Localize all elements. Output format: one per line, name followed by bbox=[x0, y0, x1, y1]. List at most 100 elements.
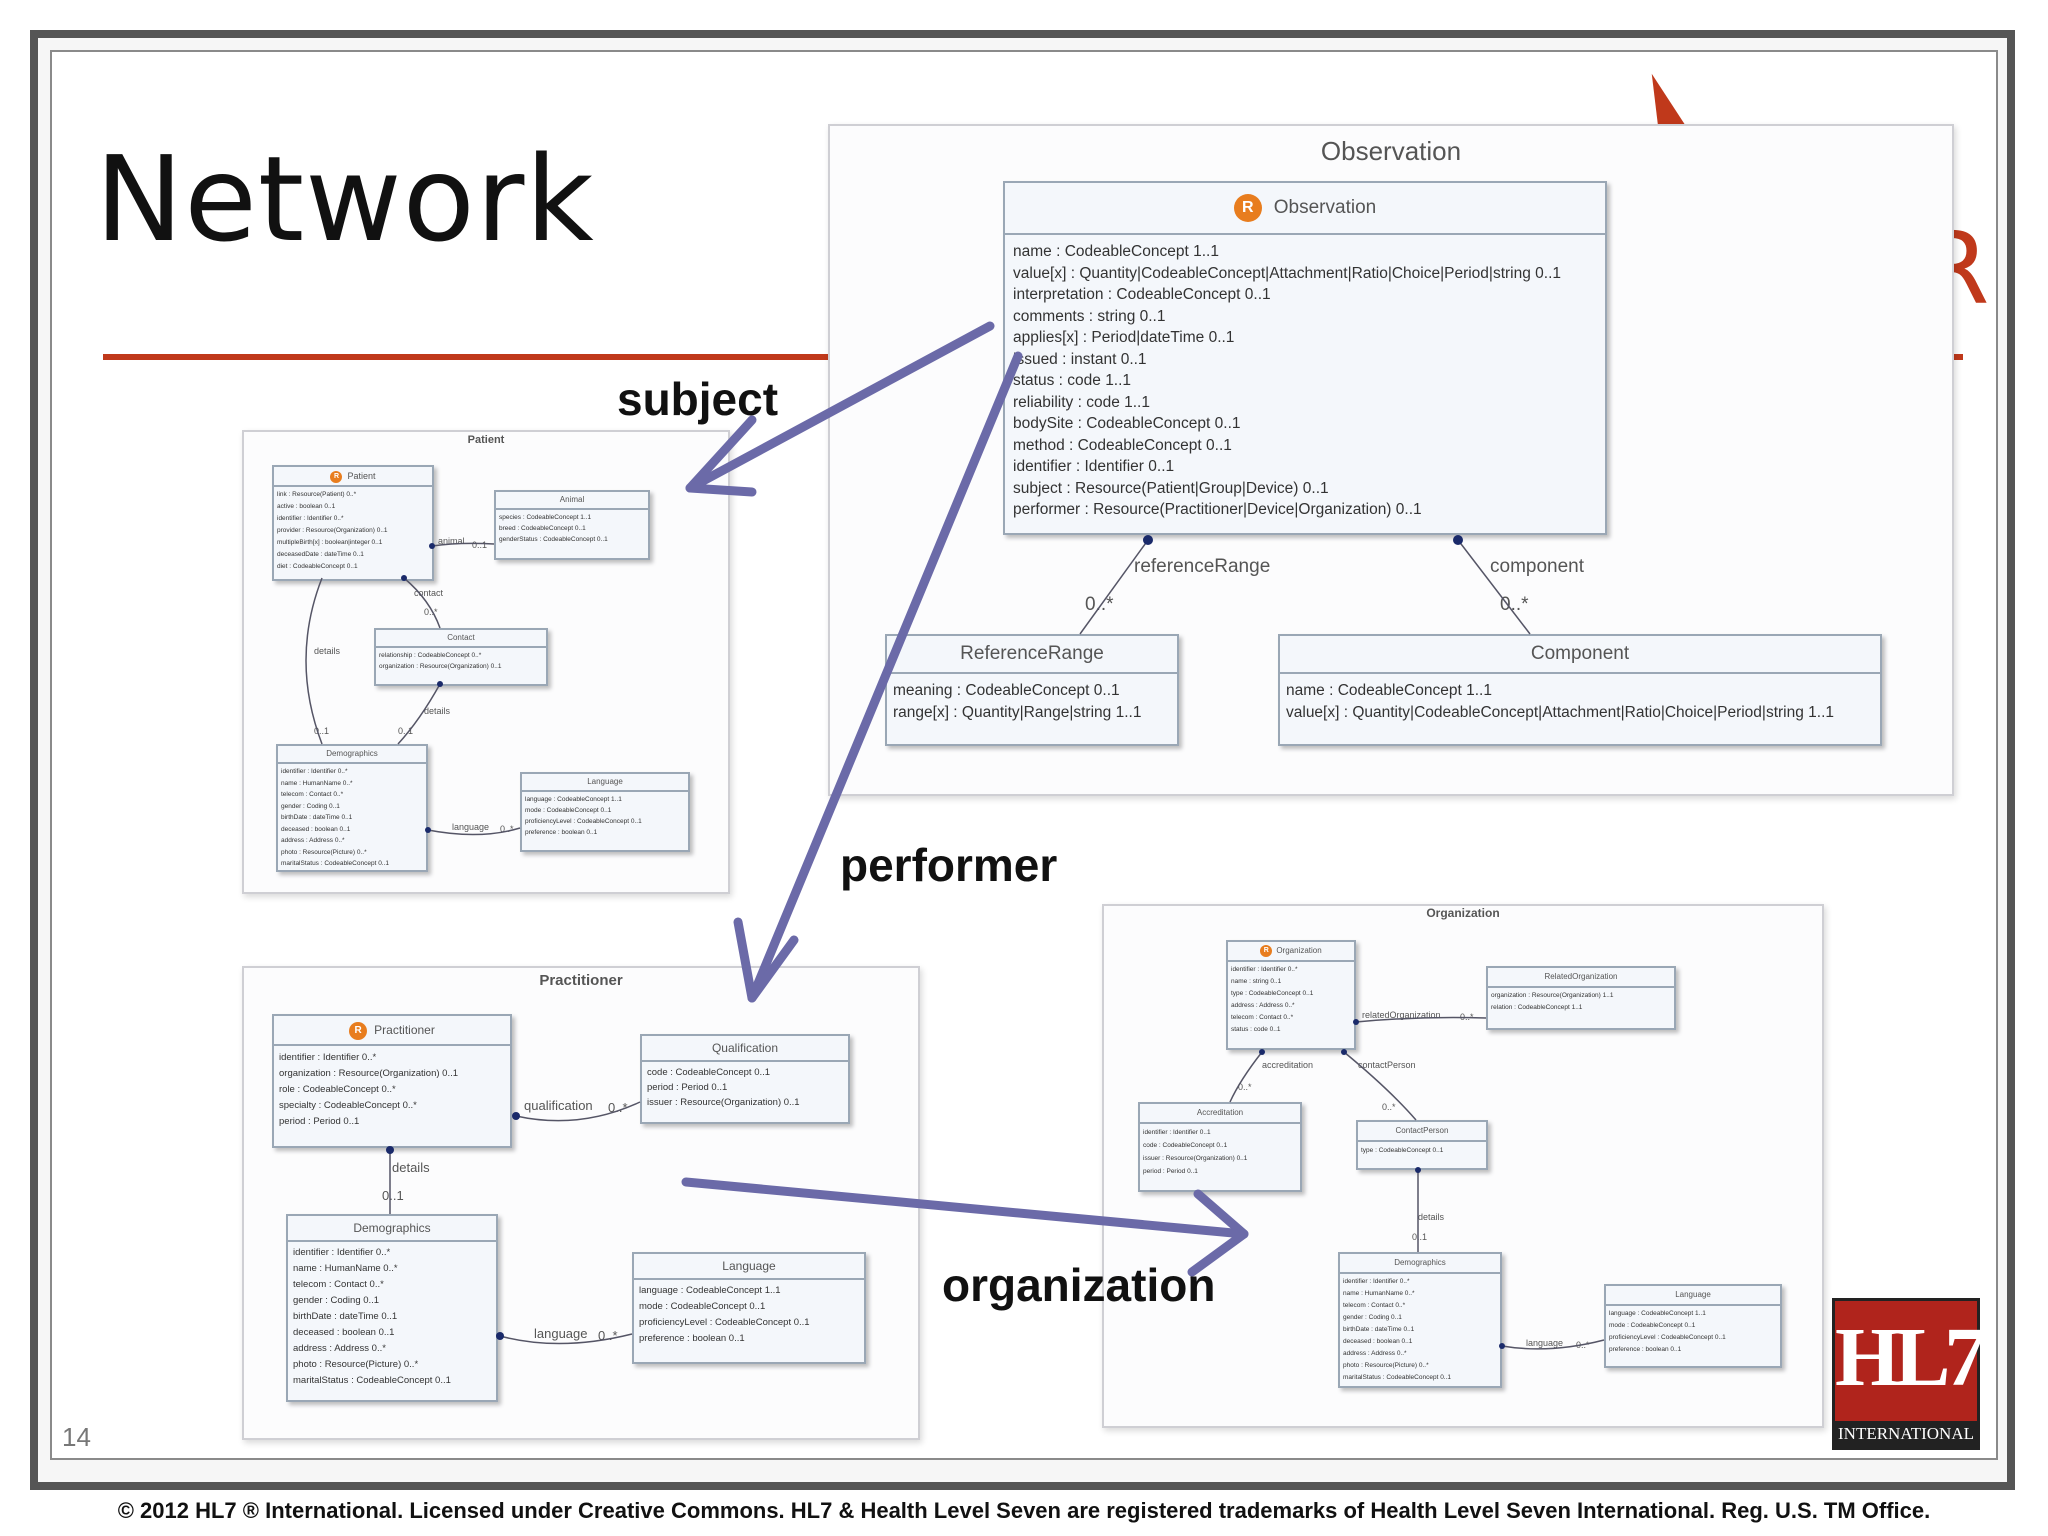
organization-class-name: Organization bbox=[1276, 946, 1322, 955]
practitioner-demographics-class: Demographics identifier : Identifier 0..… bbox=[286, 1214, 498, 1402]
subject-arrow-shaft bbox=[685, 321, 995, 493]
slide-number: 14 bbox=[62, 1422, 91, 1452]
organization-language-association bbox=[1501, 1339, 1605, 1350]
attribute-row: relationship : CodeableConcept 0..* bbox=[379, 652, 482, 659]
attribute-row: maritalStatus : CodeableConcept 0..1 bbox=[1343, 1374, 1452, 1381]
contact-details-association bbox=[397, 683, 441, 745]
contact-association bbox=[403, 577, 441, 629]
resource-badge-icon: R bbox=[330, 470, 343, 483]
attribute-row: issuer : Resource(Organization) 0..1 bbox=[1143, 1155, 1248, 1162]
patient-details-role-label: details bbox=[314, 646, 341, 656]
organization-demographics-class-name: Demographics bbox=[1340, 1254, 1500, 1274]
attribute-row: type : CodeableConcept 0..1 bbox=[1231, 990, 1314, 997]
attribute-row: mode : CodeableConcept 0..1 bbox=[1609, 1322, 1696, 1329]
attribute-row: period : Period 0..1 bbox=[647, 1082, 728, 1093]
hl7-logo-mark: HL7 bbox=[1835, 1311, 1986, 1404]
contact-details-role-label: details bbox=[424, 706, 451, 716]
attribute-row: preference : boolean 0..1 bbox=[639, 1333, 745, 1344]
related-organization-class: RelatedOrganization organization : Resou… bbox=[1486, 966, 1676, 1030]
attribute-row: maritalStatus : CodeableConcept 0..1 bbox=[281, 860, 390, 867]
attribute-row: performer : Resource(Practitioner|Device… bbox=[1013, 501, 1422, 518]
observation-panel-title: Observation bbox=[1320, 136, 1462, 166]
attribute-row: link : Resource(Patient) 0..* bbox=[277, 491, 357, 498]
attribute-row: meaning : CodeableConcept 0..1 bbox=[893, 682, 1120, 699]
practitioner-language-class: Language language : CodeableConcept 1..1… bbox=[632, 1252, 866, 1364]
attribute-row: reliability : code 1..1 bbox=[1013, 393, 1150, 411]
patient-demographics-class: Demographics identifier : Identifier 0..… bbox=[276, 744, 428, 872]
attribute-row: name : HumanName 0..* bbox=[1343, 1290, 1415, 1297]
accreditation-association-end bbox=[1259, 1049, 1265, 1055]
copyright-footer: © 2012 HL7 ® International. Licensed und… bbox=[117, 1498, 1931, 1523]
reference-range-association bbox=[1079, 539, 1149, 635]
patient-details-cardinality: 0..1 bbox=[314, 726, 330, 736]
practitioner-attributes: identifier : Identifier 0..*organization… bbox=[274, 1046, 510, 1134]
organization-language-association-end bbox=[1499, 1343, 1505, 1349]
attribute-row: deceased : boolean 0..1 bbox=[281, 825, 351, 833]
attribute-row: proficiencyLevel : CodeableConcept 0..1 bbox=[639, 1317, 810, 1328]
related-organization-class-name: RelatedOrganization bbox=[1488, 968, 1674, 988]
reference-range-role-label: referenceRange bbox=[1134, 556, 1271, 577]
organization-arrow-label: organization bbox=[942, 1259, 1216, 1311]
observation-class-name: Observation bbox=[1273, 197, 1377, 218]
component-association-end bbox=[1453, 535, 1463, 545]
attribute-row: name : HumanName 0..* bbox=[281, 779, 353, 787]
attribute-row: specialty : CodeableConcept 0..* bbox=[279, 1100, 417, 1111]
attribute-row: code : CodeableConcept 0..1 bbox=[1143, 1142, 1228, 1149]
attribute-row: organization : Resource(Organization) 0.… bbox=[379, 663, 502, 670]
attribute-row: identifier : Identifier 0..* bbox=[277, 515, 344, 522]
attribute-row: name : string 0..1 bbox=[1231, 978, 1282, 985]
attribute-row: breed : CodeableConcept 0..1 bbox=[499, 525, 586, 532]
animal-association bbox=[431, 542, 495, 547]
accreditation-role-label: accreditation bbox=[1262, 1060, 1314, 1070]
reference-range-class-name: ReferenceRange bbox=[887, 636, 1177, 674]
attribute-row: gender : Coding 0..1 bbox=[1343, 1314, 1402, 1321]
component-role-label: component bbox=[1490, 556, 1585, 577]
contact-person-association-end bbox=[1341, 1049, 1347, 1055]
practitioner-panel-title: Practitioner bbox=[539, 972, 623, 989]
attribute-row: issued : instant 0..1 bbox=[1013, 350, 1147, 368]
organization-arrow-head bbox=[1187, 1189, 1249, 1277]
patient-demographics-attributes: identifier : Identifier 0..*name : Human… bbox=[278, 764, 426, 872]
performer-arrow-label: performer bbox=[840, 839, 1058, 891]
component-association bbox=[1457, 539, 1531, 635]
attribute-row: telecom : Contact 0..* bbox=[293, 1279, 384, 1290]
organization-language-role-label: language bbox=[1526, 1338, 1564, 1348]
attribute-row: identifier : Identifier 0..* bbox=[1343, 1278, 1410, 1285]
organization-details-association-end bbox=[1415, 1167, 1421, 1173]
qualification-role-label: qualification bbox=[524, 1098, 593, 1113]
practitioner-details-association-end bbox=[386, 1146, 394, 1154]
patient-language-association bbox=[427, 827, 521, 836]
reference-range-class: ReferenceRange meaning : CodeableConcept… bbox=[885, 634, 1179, 746]
reference-range-cardinality: 0..* bbox=[1085, 594, 1114, 615]
hl7-logo-text: INTERNATIONAL bbox=[1835, 1421, 1977, 1447]
attribute-row: role : CodeableConcept 0..* bbox=[279, 1084, 396, 1095]
attribute-row: type : CodeableConcept 0..1 bbox=[1361, 1147, 1444, 1154]
attribute-row: bodySite : CodeableConcept 0..1 bbox=[1013, 415, 1241, 432]
attribute-row: birthDate : dateTime 0..1 bbox=[293, 1311, 398, 1322]
hl7-logo: HL7 INTERNATIONAL bbox=[1832, 1298, 1986, 1450]
attribute-row: preference : boolean 0..1 bbox=[1609, 1346, 1682, 1353]
organization-language-class-name: Language bbox=[1606, 1286, 1780, 1306]
practitioner-language-role-label: language bbox=[534, 1326, 588, 1341]
attribute-row: photo : Resource(Picture) 0..* bbox=[281, 848, 367, 856]
practitioner-language-association bbox=[499, 1333, 633, 1345]
accreditation-class-name: Accreditation bbox=[1140, 1104, 1300, 1124]
contact-person-class-name: ContactPerson bbox=[1358, 1122, 1486, 1142]
attribute-row: diet : CodeableConcept 0..1 bbox=[277, 563, 358, 570]
attribute-row: status : code 0..1 bbox=[1231, 1026, 1281, 1033]
contact-association-end bbox=[401, 575, 407, 581]
practitioner-demographics-attributes: identifier : Identifier 0..*name : Human… bbox=[288, 1242, 496, 1392]
attribute-row: active : boolean 0..1 bbox=[277, 503, 336, 510]
attribute-row: mode : CodeableConcept 0..1 bbox=[525, 807, 612, 814]
patient-demographics-class-name: Demographics bbox=[278, 746, 426, 764]
attribute-row: telecom : Contact 0..* bbox=[281, 791, 344, 798]
resource-badge-icon: R bbox=[1233, 193, 1262, 222]
attribute-row: identifier : Identifier 0..1 bbox=[1143, 1129, 1211, 1136]
